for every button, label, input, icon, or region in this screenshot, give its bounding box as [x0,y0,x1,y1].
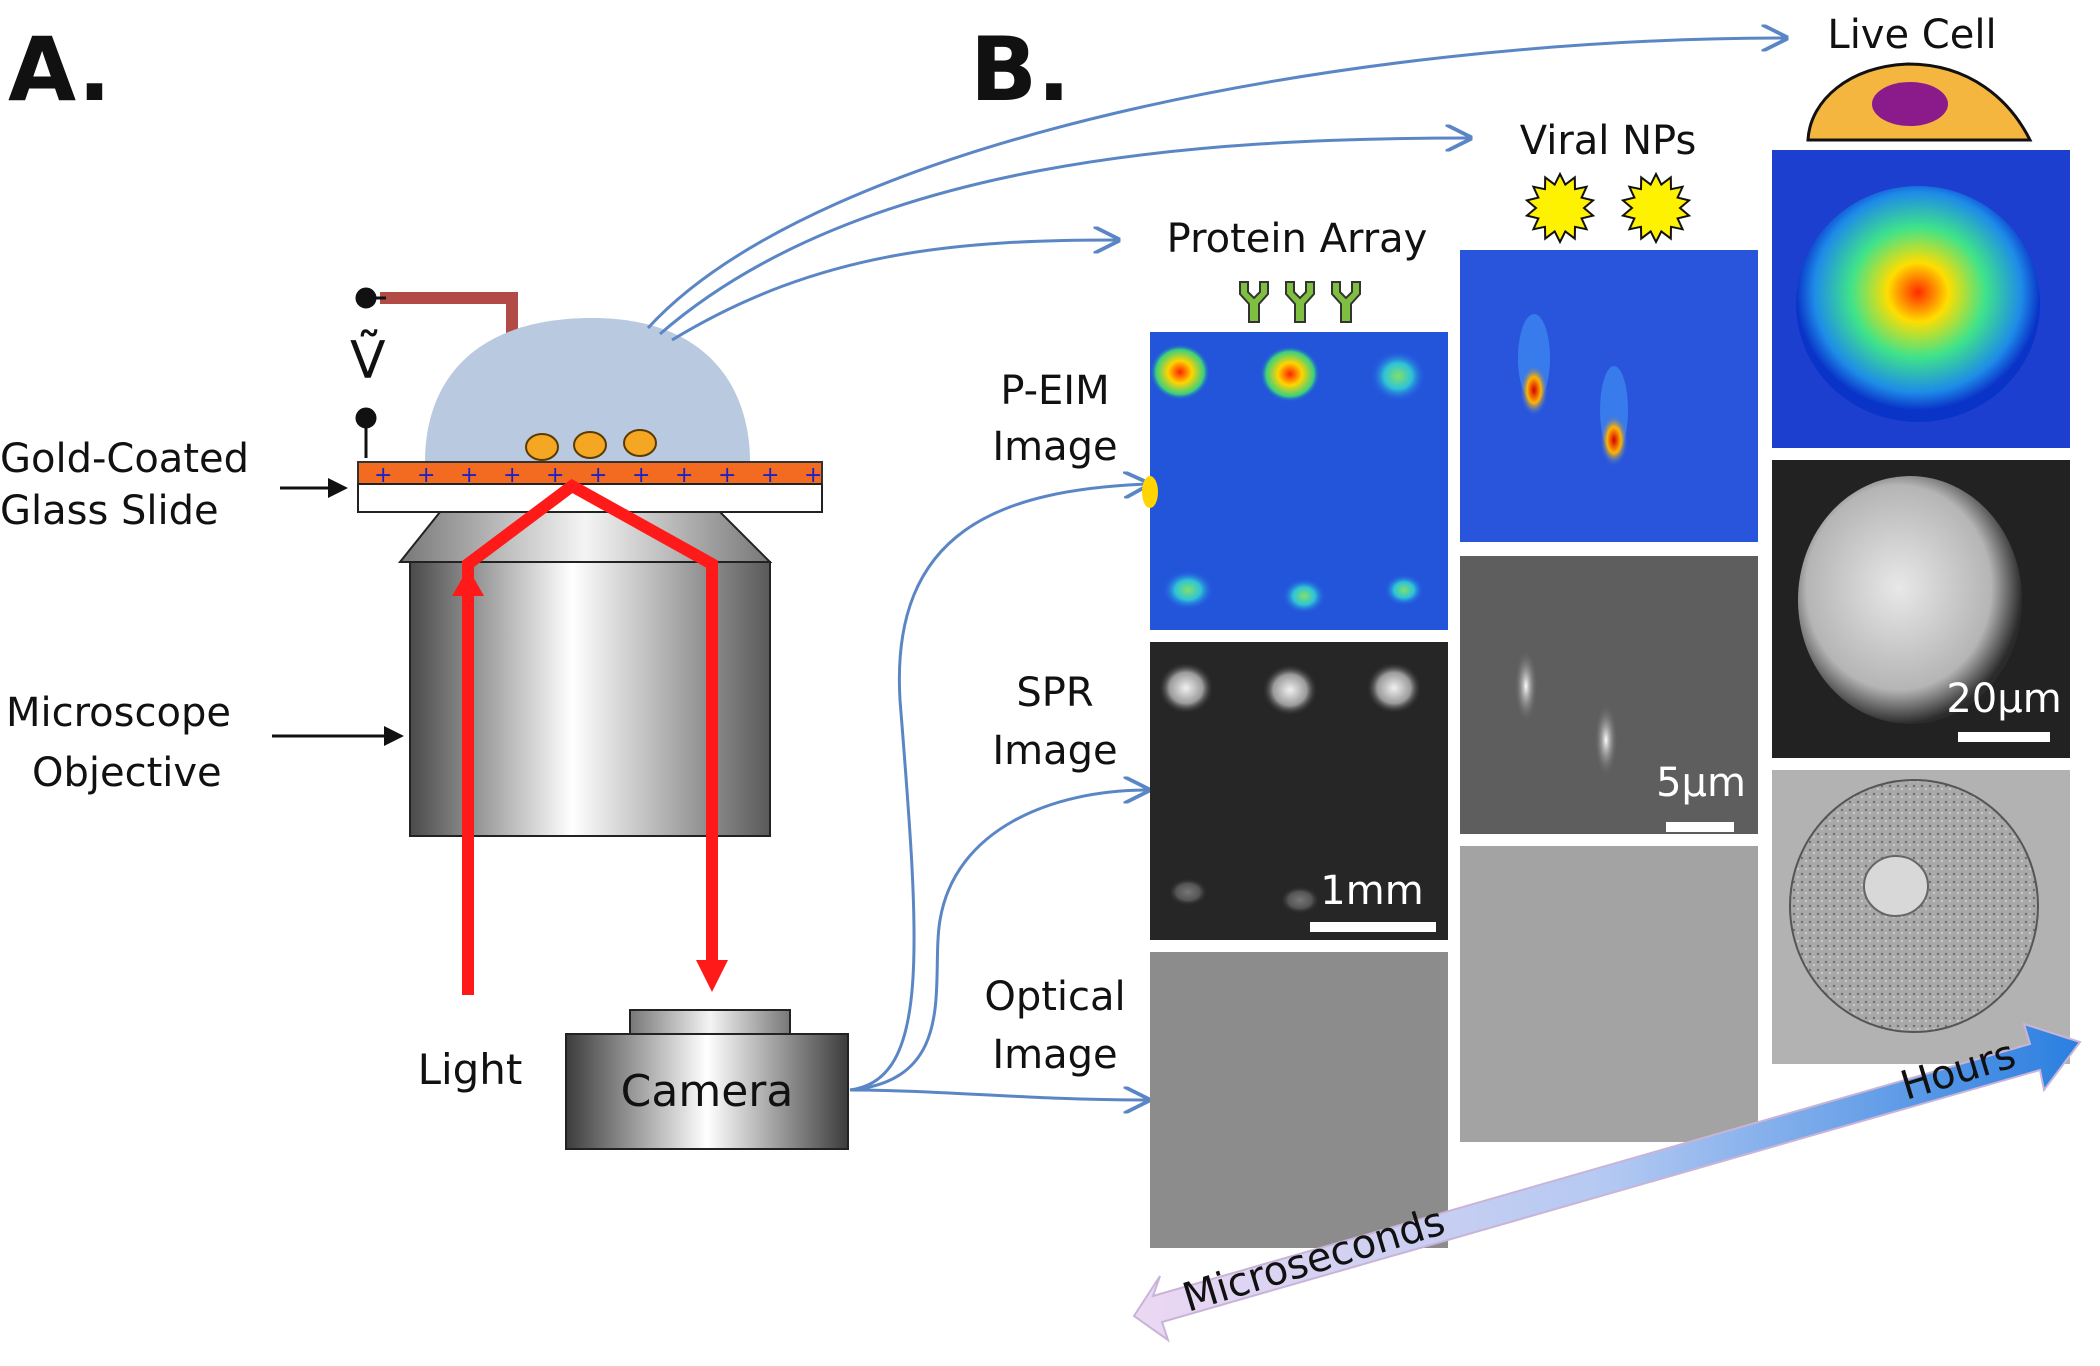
viral-peim-image [1460,250,1758,542]
camera-label: Camera [621,1066,794,1117]
protein-spr-image [1150,642,1448,940]
buffer-droplet [425,318,750,462]
plus-charge: + [718,463,736,488]
viral-optical-image [1460,846,1758,1142]
slide-pointer-arrow [280,478,348,498]
scale-label-viral: 5µm [1656,760,1746,806]
virus-icons [1524,171,1692,245]
row-label-spr-2: Image [992,728,1117,774]
plus-charge: + [460,463,478,488]
antibody-icons [1239,281,1361,323]
antibody-icon [1239,281,1269,323]
antibody-icon [1285,281,1315,323]
light-up-arrowhead [452,568,484,596]
slide-label-line2: Glass Slide [0,488,219,534]
cell-icon [1806,62,2033,142]
panel-b-letter: B. [970,18,1071,121]
particles [525,429,657,461]
connector-curves [646,38,1786,1100]
camera [565,1009,849,1150]
row-label-peim-2: Image [992,424,1117,470]
cell-spr-image [1772,460,2070,758]
scale-label-protein: 1mm [1320,868,1423,914]
cell-peim-image [1772,150,2070,448]
objective-label-line2: Objective [32,750,222,796]
column-header-viral-nps: Viral NPs [1520,118,1697,164]
objective-pointer-arrow [272,726,404,746]
panel-a-letter: A. [8,18,111,121]
column-header-live-cell: Live Cell [1827,12,1996,58]
light-path [462,478,718,995]
cell-optical-image [1772,770,2070,1064]
row-label-spr-1: SPR [1016,670,1093,716]
viral-spr-image [1460,556,1758,834]
scale-bar-protein [1310,922,1436,932]
scale-bar-viral [1666,822,1734,832]
plus-charge: + [804,463,822,488]
row-label-peim-1: P-EIM [1000,368,1109,414]
scale-label-cell: 20µm [1946,676,2061,722]
voltage-source-wiring [355,287,386,458]
objective-label-line1: Microscope [6,690,231,736]
surface-charges: + + + + + + + + + + + [374,463,822,488]
plus-charge: + [374,463,392,488]
plus-charge: + [417,463,435,488]
light-down-arrowhead [696,960,728,992]
protein-peim-image [1142,332,1448,630]
plus-charge: + [761,463,779,488]
plus-charge: + [546,463,564,488]
antibody-icon [1331,281,1361,323]
voltage-symbol: Ṽ [350,329,386,391]
scale-bar-cell [1958,732,2050,742]
row-label-optical-1: Optical [984,974,1125,1020]
slide-label-line1: Gold-Coated [0,436,249,482]
plus-charge: + [632,463,650,488]
light-label: Light [418,1045,523,1094]
row-label-optical-2: Image [992,1032,1117,1078]
plus-charge: + [675,463,693,488]
column-header-protein-array: Protein Array [1167,216,1428,262]
timescale-arrow [1132,1022,2082,1343]
plus-charge: + [589,463,607,488]
protein-optical-image [1150,952,1448,1248]
plus-charge: + [503,463,521,488]
